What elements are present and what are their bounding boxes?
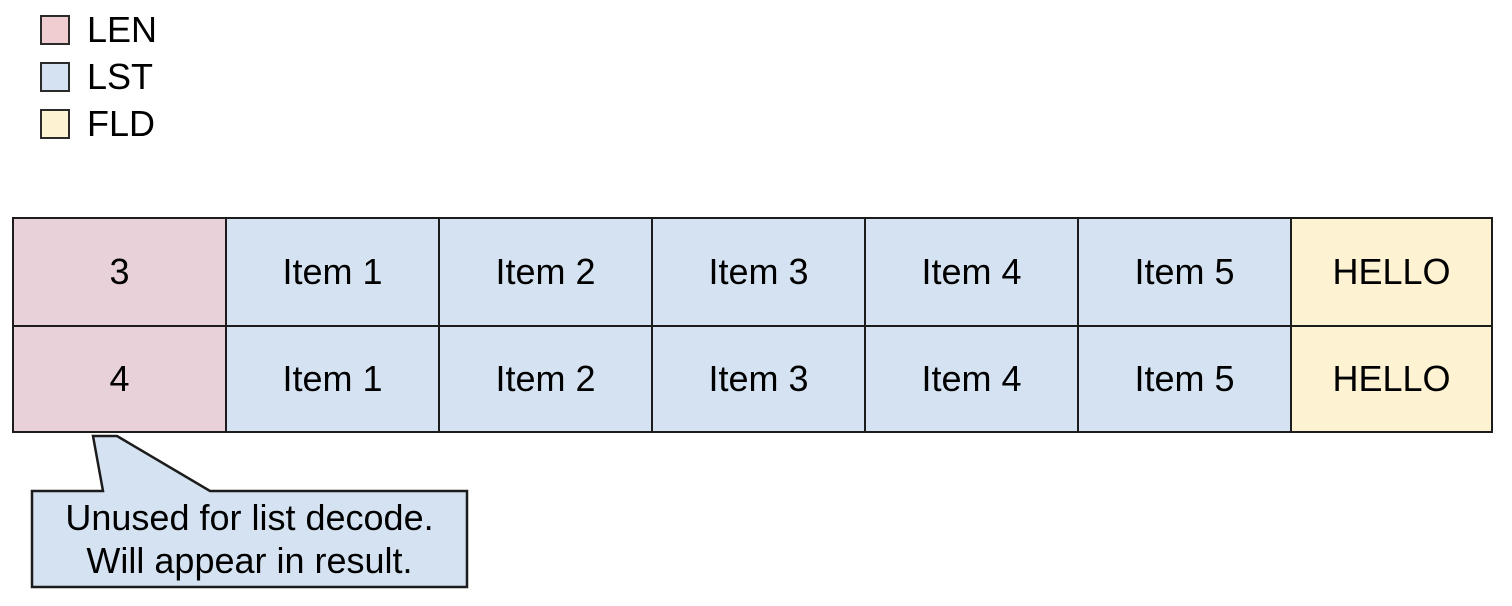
table-cell-item: Item 3 (653, 327, 866, 431)
table-row-2: 4 Item 1 Item 2 Item 3 Item 4 Item 5 HEL… (14, 325, 1491, 431)
callout-text: Unused for list decode. Will appear in r… (32, 491, 467, 587)
callout-line-1: Unused for list decode. (65, 497, 434, 538)
table-cell-item: Item 2 (440, 219, 653, 325)
table-cell-item: Item 4 (866, 327, 1079, 431)
table-cell-item: Item 5 (1079, 327, 1292, 431)
table-cell-len: 3 (14, 219, 227, 325)
table-cell-item: Item 1 (227, 327, 440, 431)
table-cell-item: Item 1 (227, 219, 440, 325)
legend-swatch-lst-icon (40, 62, 70, 92)
table-cell-len: 4 (14, 327, 227, 431)
table-cell-item: Item 4 (866, 219, 1079, 325)
table-cell-item: Item 3 (653, 219, 866, 325)
table-row-1: 3 Item 1 Item 2 Item 3 Item 4 Item 5 HEL… (14, 219, 1491, 325)
legend-label-fld: FLD (87, 103, 156, 144)
legend-item-len: LEN (40, 9, 158, 50)
legend-swatch-len-icon (40, 15, 70, 45)
legend-item-lst: LST (40, 56, 157, 97)
legend-item-fld: FLD (40, 103, 157, 144)
table-cell-item: Item 5 (1079, 219, 1292, 325)
callout-line-2: Will appear in result. (86, 540, 413, 581)
table-cell-fld: HELLO (1292, 219, 1491, 325)
table-cell-item: Item 2 (440, 327, 653, 431)
legend-swatch-fld-icon (40, 109, 70, 139)
legend: LEN LST FLD (40, 9, 158, 144)
legend-label-lst: LST (87, 56, 154, 97)
legend-label-len: LEN (87, 9, 158, 50)
table-cell-fld: HELLO (1292, 327, 1491, 431)
encoded-list-table: 3 Item 1 Item 2 Item 3 Item 4 Item 5 HEL… (12, 217, 1493, 433)
